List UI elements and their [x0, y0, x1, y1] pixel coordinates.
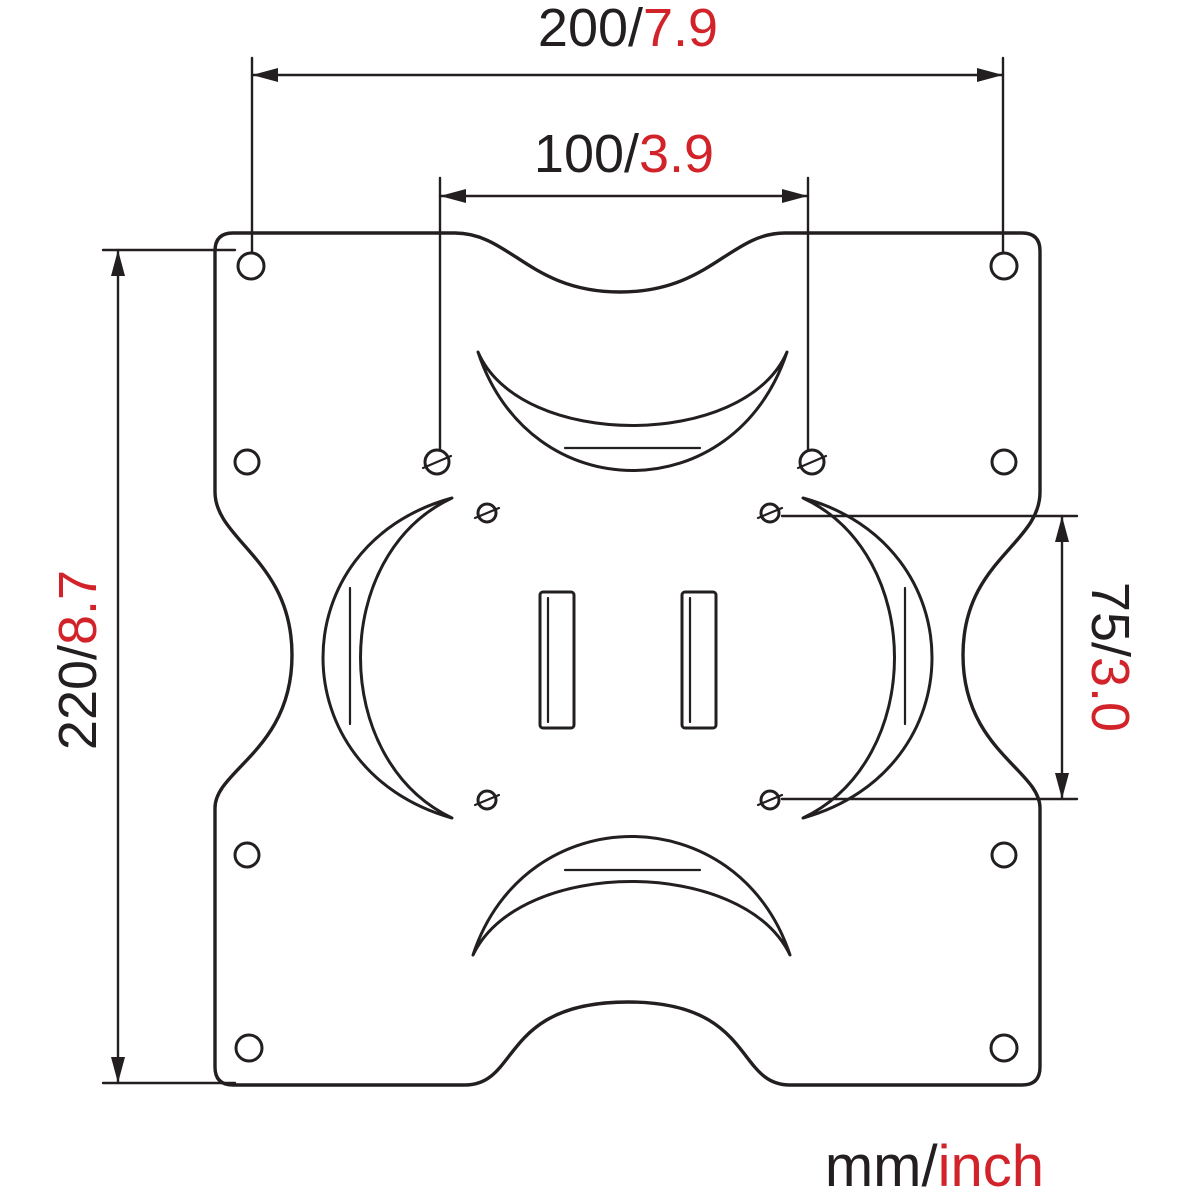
units-legend: mm/inch: [825, 1134, 1044, 1199]
mounting-hole-left-upper: [233, 448, 261, 476]
crescent-slot-right: [801, 496, 934, 820]
mount-plate: [213, 231, 1042, 1087]
mounting-hole-right-lower: [990, 841, 1018, 869]
mounting-hole-left-lower: [233, 841, 261, 869]
dimension-label-75: 75/3.0: [1080, 582, 1140, 732]
center-slot-right: [680, 590, 718, 730]
crescent-slot-left: [321, 496, 454, 820]
vesa75-hole-top-left-slot: [473, 506, 501, 520]
dimension-label-100: 100/3.9: [534, 124, 714, 184]
arrowhead-left: [252, 68, 278, 82]
crescent-slot-top: [476, 350, 789, 472]
arrowhead-left: [440, 189, 466, 203]
vesa100-hole-right-slot: [796, 454, 828, 470]
mounting-hole-top-right: [989, 251, 1019, 281]
arrowhead-bottom: [1055, 773, 1069, 799]
center-slot-left: [538, 590, 576, 730]
mounting-hole-right-upper: [990, 448, 1018, 476]
arrowhead-right: [782, 189, 808, 203]
vesa100-hole-left-slot: [421, 454, 453, 470]
arrowhead-right: [977, 68, 1003, 82]
dimension-label-220: 220/8.7: [48, 570, 108, 750]
mounting-hole-bottom-right: [989, 1033, 1019, 1063]
vesa75-hole-bottom-right-slot: [756, 793, 784, 807]
crescent-slot-bottom: [471, 835, 792, 957]
dimension-label-200: 200/7.9: [538, 0, 718, 58]
arrowhead-bottom: [111, 1057, 125, 1083]
plate-outline: [213, 231, 1042, 1087]
dimension-outer-height: 220/8.7: [48, 248, 237, 1085]
dimension-inner-width: 100/3.9: [438, 124, 810, 452]
dimension-outer-width: 200/7.9: [250, 0, 1005, 255]
vesa75-hole-top-right-slot: [756, 506, 784, 520]
arrowhead-top: [1055, 516, 1069, 542]
arrowhead-top: [111, 250, 125, 276]
dimension-inner-height: 75/3.0: [780, 514, 1140, 801]
mounting-hole-bottom-left: [234, 1033, 264, 1063]
vesa75-hole-bottom-left-slot: [473, 793, 501, 807]
mounting-hole-top-left: [236, 251, 266, 281]
